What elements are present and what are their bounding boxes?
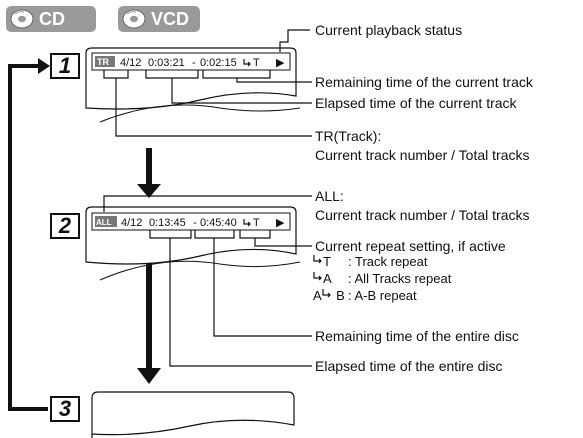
vcd-badge: VCD <box>118 6 200 32</box>
label-tr-heading: TR(Track): <box>315 128 382 144</box>
label-repeat-setting: Current repeat setting, if active <box>315 238 506 254</box>
step-3: 3 <box>50 396 80 422</box>
cd-label: CD <box>39 8 65 29</box>
loop-arrow <box>8 64 48 411</box>
all-mode-text: ALL <box>96 218 112 227</box>
repeat-icon <box>313 255 322 264</box>
repeat-symbol-all: A <box>323 271 332 286</box>
screen1-remaining: 0:02:15 <box>200 57 237 69</box>
label-all-heading: ALL: <box>315 188 344 204</box>
tr-mode-text: TR <box>97 57 109 67</box>
step-2: 2 <box>50 213 80 239</box>
label-all-desc: Current track number / Total tracks <box>315 207 530 223</box>
label-elapsed-track: Elapsed time of the current track <box>315 95 517 111</box>
repeat-desc-track: : Track repeat <box>348 254 428 269</box>
repeat-icon <box>313 272 322 281</box>
play-icon: ▶ <box>276 217 285 229</box>
play-icon: ▶ <box>276 57 285 69</box>
vcd-label: VCD <box>151 8 190 29</box>
repeat-desc-ab: : A-B repeat <box>348 288 417 303</box>
screen1-track: 4/12 <box>120 57 141 69</box>
repeat-icon <box>243 219 251 227</box>
screen2-elapsed: 0:13:45 <box>149 217 186 229</box>
repeat-desc-all: : All Tracks repeat <box>348 271 452 286</box>
screen2-track: 4/12 <box>121 217 142 229</box>
label-elapsed-disc: Elapsed time of the entire disc <box>315 358 503 374</box>
label-remaining-track: Remaining time of the current track <box>315 74 533 90</box>
screen1-repeat: T <box>253 57 260 69</box>
repeat-icon <box>243 59 251 67</box>
repeat-symbol-track: T <box>323 254 331 269</box>
label-playback-status: Current playback status <box>315 22 463 38</box>
all-mode-badge <box>95 216 117 227</box>
screen-3-outline <box>91 391 295 438</box>
label-remaining-disc: Remaining time of the entire disc <box>315 328 519 344</box>
disc-icon <box>122 9 146 29</box>
repeat-symbol-ab: A B <box>313 288 345 303</box>
down-arrow-2 <box>137 368 161 384</box>
screen1-elapsed: 0:03:21 <box>148 57 185 69</box>
screen2-remaining: 0:45:40 <box>200 217 237 229</box>
tr-mode-badge <box>95 56 115 67</box>
down-arrow-1 <box>137 184 161 198</box>
screen2-repeat: T <box>253 217 260 229</box>
screen2-sep: - <box>193 217 197 229</box>
disc-icon <box>10 9 34 29</box>
step-1: 1 <box>50 53 80 79</box>
cd-badge: CD <box>6 6 96 32</box>
repeat-icon <box>322 289 331 298</box>
label-tr-desc: Current track number / Total tracks <box>315 147 530 163</box>
screen1-sep: - <box>192 57 196 69</box>
